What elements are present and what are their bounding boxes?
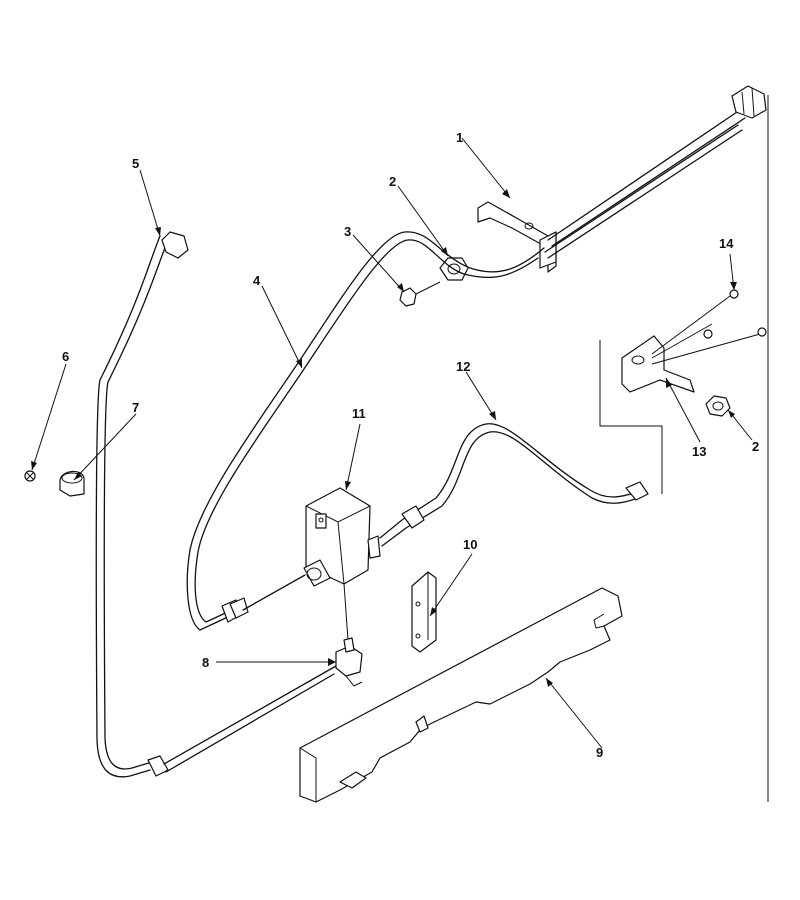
callout-8: 8 [202,655,209,670]
callout-6: 6 [62,349,69,364]
part-6-screw [24,470,36,482]
callout-7: 7 [132,400,139,415]
callout-11: 11 [352,406,366,421]
callout-12: 12 [456,359,470,374]
part-4-supply-tube [186,231,545,631]
callout-4: 4 [253,273,261,288]
part-13-bracket-right [599,295,761,494]
part-5-tube-left [95,231,189,778]
part-10-small-bracket [411,571,437,653]
callout-2-lower: 2 [752,439,759,454]
part-12-pilot-tube [379,423,649,547]
callout-5: 5 [132,156,139,171]
part-9-long-bracket [299,587,623,803]
part-1-bracket-tube-assembly [477,85,767,273]
callout-2-upper: 2 [389,174,396,189]
callout-3: 3 [344,224,351,239]
part-8-connector [163,637,363,773]
callout-10: 10 [463,537,477,552]
part-2-hex-nut-lower [705,395,731,417]
callout-13: 13 [692,444,706,459]
callout-14: 14 [719,236,734,251]
callout-9: 9 [596,745,603,760]
part-3-fitting [399,281,441,307]
part-11-gas-valve [242,487,381,641]
callout-1: 1 [456,130,463,145]
part-14-screws [703,289,767,339]
callout-labels: 1 2 3 4 5 6 7 11 12 10 8 9 13 2 14 [62,130,759,760]
leader-lines [31,137,753,749]
